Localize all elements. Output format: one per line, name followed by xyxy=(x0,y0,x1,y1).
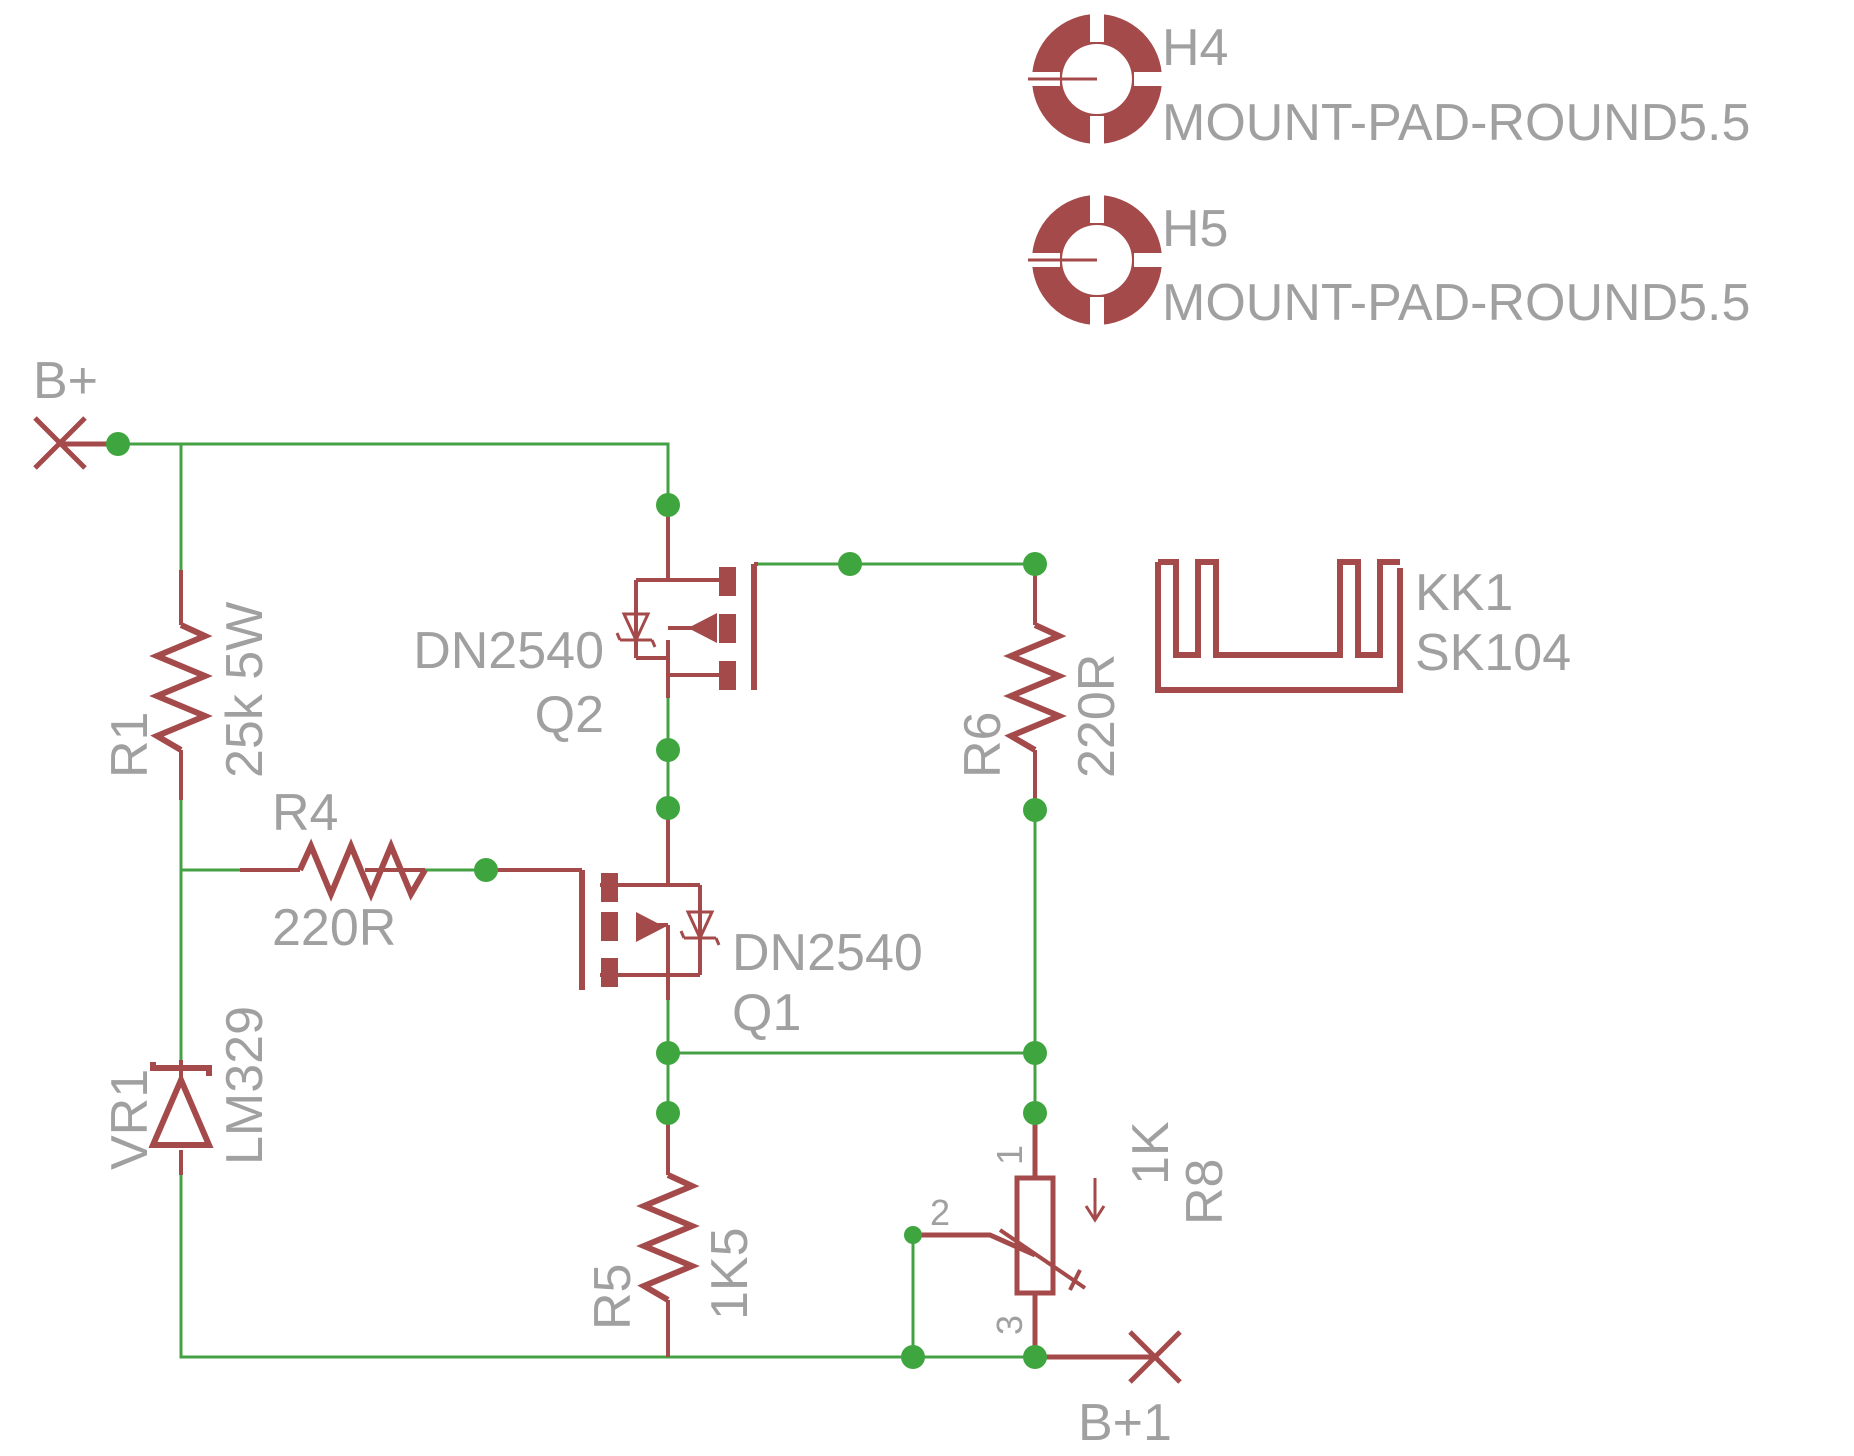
junction-r8-bottom xyxy=(1023,1345,1047,1369)
label-r8-pin3: 3 xyxy=(989,1315,1030,1335)
connector-bplus xyxy=(33,416,118,470)
label-r8-name: R8 xyxy=(1176,1159,1234,1225)
label-r5-value: 1K5 xyxy=(701,1227,759,1320)
junction-q1-drain xyxy=(656,796,680,820)
q2-body-diode-triangle xyxy=(621,612,651,644)
label-r1-name: R1 xyxy=(101,712,159,778)
q2-arrow xyxy=(688,613,717,643)
q1-seg-3 xyxy=(601,958,618,987)
junction-q2-gate xyxy=(838,552,862,576)
label-r4-value: 220R xyxy=(272,899,396,957)
label-r4-name: R4 xyxy=(272,784,338,842)
r8-wiper-line xyxy=(913,1232,1037,1258)
h5-gap-top xyxy=(1090,195,1104,223)
label-r8-value: 1K xyxy=(1122,1121,1180,1185)
junction-r6-top xyxy=(1023,552,1047,576)
mosfet-q1 xyxy=(488,805,702,1000)
h5-gap-bottom xyxy=(1090,297,1104,325)
junction-r8-top xyxy=(1023,1101,1047,1125)
label-bplus1: B+1 xyxy=(1078,1394,1172,1452)
q2-body-diode xyxy=(615,612,657,648)
junctions xyxy=(106,432,1047,1369)
label-vr1-name: VR1 xyxy=(101,1069,159,1170)
q1-body-diode-tick-a xyxy=(679,930,686,939)
kk1-fins xyxy=(1158,559,1400,658)
label-r8-pin1: 1 xyxy=(989,1145,1030,1165)
vr1-bar xyxy=(150,1062,212,1076)
junction-q1-source xyxy=(656,1041,680,1065)
q1-arrow xyxy=(636,912,665,942)
q1-body-diode xyxy=(679,910,721,946)
h4-gap-top xyxy=(1090,14,1104,42)
junction-r6-bottom xyxy=(1023,798,1047,822)
label-r6-value: 220R xyxy=(1068,654,1126,778)
label-q1-name: Q1 xyxy=(732,984,801,1042)
junction-q2-source xyxy=(656,738,680,762)
junction-q2-drain xyxy=(656,493,680,517)
h5-gap-right xyxy=(1134,253,1162,267)
q1-seg-2 xyxy=(601,912,618,941)
label-q2-name: Q2 xyxy=(535,686,604,744)
label-r6-name: R6 xyxy=(954,712,1012,778)
q2-body-diode-tick-b xyxy=(650,639,657,648)
labels: H4 MOUNT-PAD-ROUND5.5 H5 MOUNT-PAD-ROUND… xyxy=(33,19,1750,1452)
junction-mid-right xyxy=(1023,1041,1047,1065)
q2-channel-segments xyxy=(688,567,736,690)
q1-seg-1 xyxy=(601,873,618,902)
label-r1-value: 25k 5W xyxy=(216,602,274,778)
heatsink-kk1 xyxy=(1155,559,1403,693)
label-h5-name: H5 xyxy=(1162,200,1228,258)
mount-pad-h4 xyxy=(1028,14,1162,144)
resistor-r6 xyxy=(1003,622,1067,753)
zener-vr1 xyxy=(148,1062,214,1148)
junction-r4-right xyxy=(474,858,498,882)
resistor-r5 xyxy=(636,1172,700,1303)
junction-r8-wiper xyxy=(901,1345,925,1369)
r5-zigzag xyxy=(636,1172,700,1303)
r6-zigzag xyxy=(1003,622,1067,753)
junction-bplus xyxy=(106,432,130,456)
junction-r5-top xyxy=(656,1101,680,1125)
mount-pad-h5 xyxy=(1028,195,1162,325)
h4-gap-bottom xyxy=(1090,116,1104,144)
label-h4-name: H4 xyxy=(1162,19,1228,77)
q2-seg-1 xyxy=(719,567,736,596)
resistor-r4 xyxy=(297,838,428,902)
q2-seg-3 xyxy=(719,661,736,690)
label-bplus: B+ xyxy=(33,352,98,410)
q2-body-diode-tick-a xyxy=(615,632,622,641)
kk1-outline xyxy=(1155,562,1403,693)
q1-body-diode-triangle xyxy=(685,910,715,942)
r8-adjust-arrow xyxy=(998,1228,1087,1290)
mosfet-q2 xyxy=(634,505,758,698)
label-r8-pin2: 2 xyxy=(930,1192,950,1233)
vr1-triangle xyxy=(148,1072,214,1148)
label-h5-value: MOUNT-PAD-ROUND5.5 xyxy=(1162,274,1750,332)
r8-direction-arrow-head xyxy=(1084,1205,1106,1223)
label-h4-value: MOUNT-PAD-ROUND5.5 xyxy=(1162,94,1750,152)
r1-zigzag xyxy=(149,622,213,753)
junction-wiper-top xyxy=(904,1226,922,1244)
connector-bplus1 xyxy=(1035,1330,1182,1384)
q1-body-diode-tick-b xyxy=(714,937,721,946)
r8-body xyxy=(1014,1175,1056,1296)
r4-zigzag xyxy=(297,838,428,902)
label-kk1-name: KK1 xyxy=(1415,564,1513,622)
label-kk1-value: SK104 xyxy=(1415,624,1571,682)
h4-gap-right xyxy=(1134,72,1162,86)
q2-seg-2 xyxy=(719,614,736,643)
label-vr1-value: LM329 xyxy=(216,1006,274,1165)
label-q2-value: DN2540 xyxy=(413,622,604,680)
label-q1-value: DN2540 xyxy=(732,924,923,982)
r8-adjust-tick xyxy=(1068,1269,1082,1291)
wires xyxy=(116,442,1037,1359)
potentiometer-r8 xyxy=(913,1115,1106,1357)
resistor-r1 xyxy=(149,622,213,753)
label-r5-name: R5 xyxy=(584,1264,642,1330)
q1-channel-segments xyxy=(601,873,665,987)
